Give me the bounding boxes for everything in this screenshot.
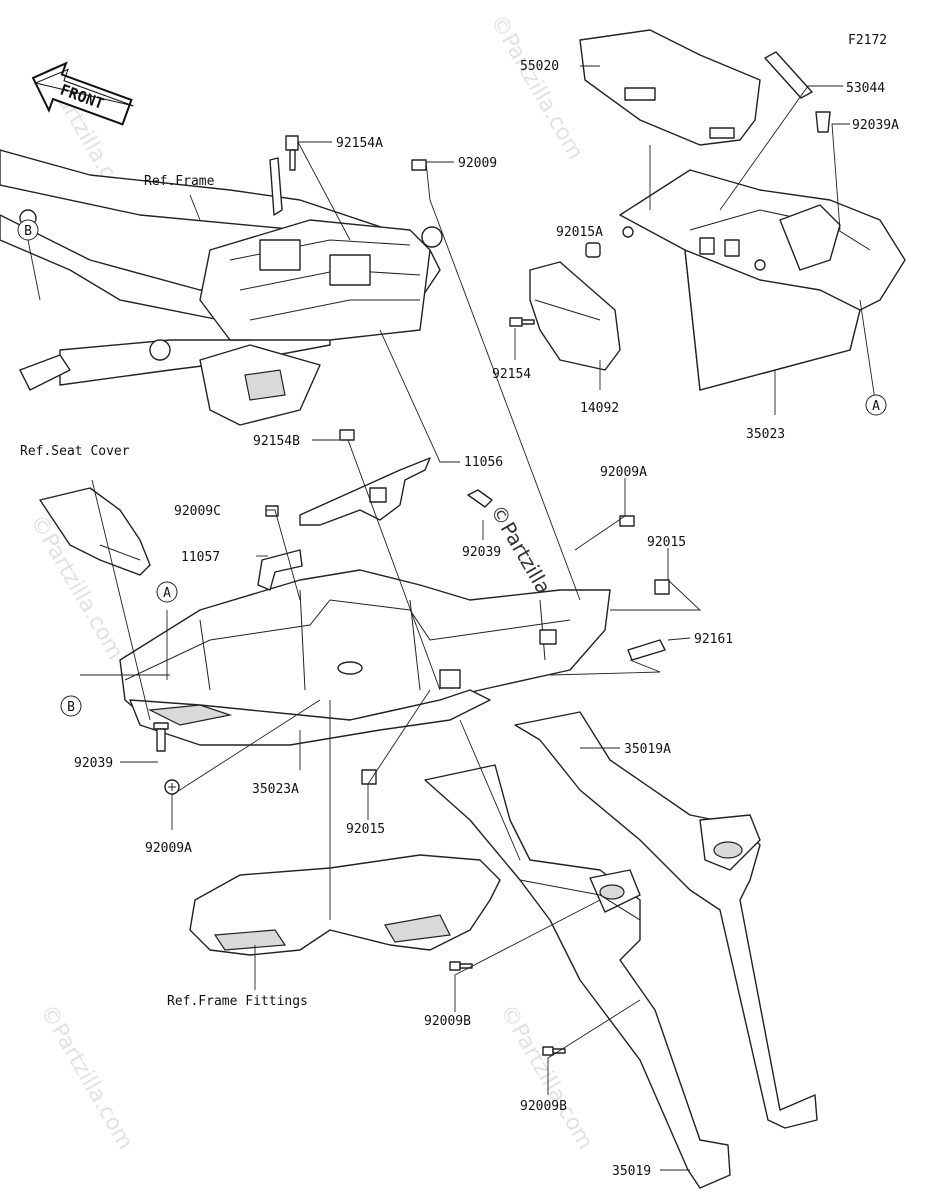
ref-seat-cover-label: Ref.Seat Cover	[20, 444, 130, 459]
svg-text:B: B	[24, 224, 32, 239]
label-92009c: 92009C	[174, 504, 221, 519]
bracket-11056-drawing	[299, 457, 431, 526]
label-11056: 11056	[464, 455, 503, 470]
label-35023: 35023	[746, 427, 785, 442]
label-35023a: 35023A	[252, 782, 299, 797]
screw-92009c-drawing	[265, 505, 279, 517]
watermark-2: ©Partzilla.com	[485, 11, 588, 164]
rear-fender-35023a-drawing	[119, 569, 611, 746]
leader-lines	[27, 65, 876, 1171]
clip-92039-mid-drawing	[467, 489, 493, 508]
svg-text:A: A	[163, 586, 171, 601]
ref-frame-fittings-label: Ref.Frame Fittings	[167, 994, 308, 1009]
label-92161: 92161	[694, 632, 733, 647]
label-35019a: 35019A	[624, 742, 671, 757]
nut-92015-bottom	[361, 769, 377, 785]
clip-92039a-drawing	[815, 111, 831, 133]
label-92154: 92154	[492, 367, 531, 382]
screw-92154b-drawing	[339, 429, 355, 441]
ref-frame-label: Ref.Frame	[144, 174, 215, 189]
label-55020: 55020	[520, 59, 559, 74]
screw-92009a-bottom-drawing	[164, 779, 180, 795]
screw-92009-drawing	[411, 159, 427, 171]
bolt-92154-drawing	[509, 317, 535, 327]
label-92039a: 92039A	[852, 118, 899, 133]
cover-92161-drawing	[627, 639, 666, 661]
clip-92039-left-drawing	[153, 722, 169, 752]
label-14092: 14092	[580, 401, 619, 416]
frame-drawing	[0, 135, 443, 426]
bracket-35019-drawing	[424, 764, 731, 1189]
label-92039-left: 92039	[74, 756, 113, 771]
collar-92015a-drawing	[585, 242, 601, 258]
bolt-92009b-upper-drawing	[449, 961, 473, 971]
label-53044: 53044	[846, 81, 885, 96]
nut-92015-right	[654, 579, 670, 595]
label-92015-right: 92015	[647, 535, 686, 550]
figure-code: F2172	[848, 33, 887, 48]
battery-case-35023-drawing	[579, 29, 906, 391]
bracket-35019a-drawing	[514, 711, 818, 1129]
tube-53044-drawing	[764, 51, 813, 99]
label-92009: 92009	[458, 156, 497, 171]
label-92009b-lower: 92009B	[520, 1099, 567, 1114]
label-92154a: 92154A	[336, 136, 383, 151]
label-92009b-upper: 92009B	[424, 1014, 471, 1029]
marker-a-top: A	[865, 394, 887, 416]
label-35019: 35019	[612, 1164, 651, 1179]
marker-a-mid: A	[156, 581, 178, 603]
label-92154b: 92154B	[253, 434, 300, 449]
cover-14092-drawing	[529, 261, 621, 371]
marker-b-top: B	[17, 219, 39, 241]
bracket-11057-drawing	[257, 549, 303, 591]
watermark-4: ©Partzilla.com	[35, 1001, 138, 1154]
label-92039-mid: 92039	[462, 545, 501, 560]
screw-92009a-top-drawing	[619, 515, 635, 527]
svg-text:A: A	[872, 399, 880, 414]
label-92015-bottom: 92015	[346, 822, 385, 837]
watermark-5: ©Partzilla.com	[495, 1001, 598, 1154]
label-92009a-bottom: 92009A	[145, 841, 192, 856]
label-11057: 11057	[181, 550, 220, 565]
label-92015a: 92015A	[556, 225, 603, 240]
marker-b-mid: B	[60, 695, 82, 717]
label-92009a-top: 92009A	[600, 465, 647, 480]
svg-text:B: B	[67, 700, 75, 715]
